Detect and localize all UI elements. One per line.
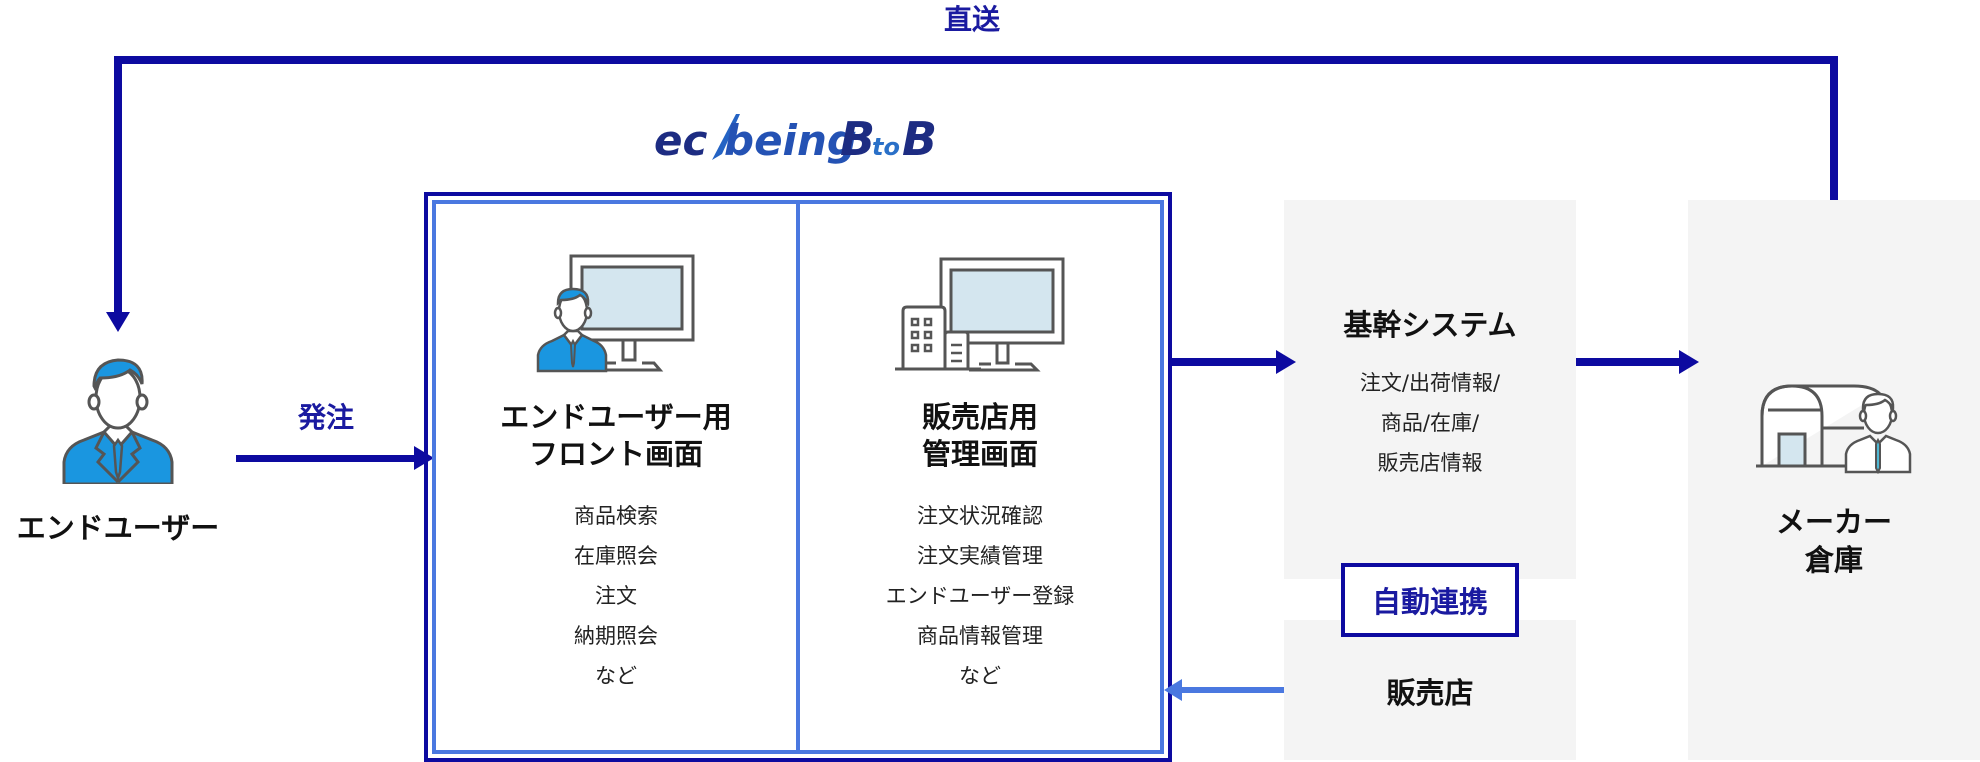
to-core-arrowhead [1276,350,1296,374]
logo-ec: ec [654,116,707,164]
dealer-to-admin-arrow-line [1180,687,1284,693]
dealer-to-admin-arrowhead [1164,679,1182,701]
end-user-label: エンドユーザー [16,511,220,545]
feature-item: 在庫照会 [574,544,658,568]
to-maker-arrowhead [1679,350,1699,374]
dealer-admin-screen-icon [893,257,1065,373]
logo-being: being [724,116,857,164]
logo-b1: B [840,112,875,164]
feature-item: 商品情報管理 [917,624,1043,648]
admin-panel-title-line2: 管理画面 [921,437,1038,471]
front-panel-title-line1: エンドユーザー用 [500,400,732,434]
admin-panel-features: 注文状況確認 注文実績管理 エンドユーザー登録 商品情報管理 など [800,496,1160,696]
dealer-label: 販売店 [1386,676,1474,710]
logo-svg: ec being B to B [654,112,937,166]
core-system-data-list: 注文/出荷情報/ 商品/在庫/ 販売店情報 [1284,363,1576,483]
direct-ship-label: 直送 [944,3,1001,36]
maker-warehouse-panel [1688,200,1980,760]
feature-item: 注文状況確認 [917,504,1043,528]
maker-warehouse-icon [1754,382,1912,475]
direct-ship-arrowhead [106,312,130,332]
feature-item: エンドユーザー登録 [885,584,1075,608]
feature-item: 納期照会 [574,624,658,648]
to-core-arrow-line [1168,358,1278,366]
data-item: 販売店情報 [1377,451,1483,475]
admin-panel-title-line1: 販売店用 [921,400,1038,434]
logo-b2: B [902,112,937,164]
auto-link-badge: 自動連携 [1341,563,1519,637]
order-label: 発注 [298,401,355,434]
feature-item: 商品検索 [574,504,658,528]
front-screen-icon [536,253,696,373]
direct-ship-line-left [114,56,122,314]
data-item: 注文/出荷情報/ [1359,371,1501,395]
front-panel-title-line2: フロント画面 [528,437,703,471]
dealer-panel [1284,620,1576,760]
front-panel-features: 商品検索 在庫照会 注文 納期照会 など [436,496,796,696]
order-arrow-line [236,455,416,462]
direct-ship-line-top [114,56,1838,64]
feature-item: など [959,664,1001,688]
data-item: 商品/在庫/ [1380,411,1480,435]
to-maker-arrow-line [1576,358,1680,366]
panel-divider [796,200,800,754]
core-system-panel [1284,200,1576,579]
logo-to: to [872,133,900,161]
ecbeing-btob-logo: ec being B to B [652,108,942,166]
core-system-title: 基幹システム [1343,308,1517,342]
maker-label-line1: メーカー [1775,505,1892,539]
feature-item: 注文実績管理 [917,544,1043,568]
end-user-icon [60,356,176,486]
feature-item: など [595,664,637,688]
maker-label-line2: 倉庫 [1804,543,1863,577]
feature-item: 注文 [595,584,637,608]
direct-ship-line-right [1830,56,1838,200]
logo-slash-mark [712,114,740,160]
